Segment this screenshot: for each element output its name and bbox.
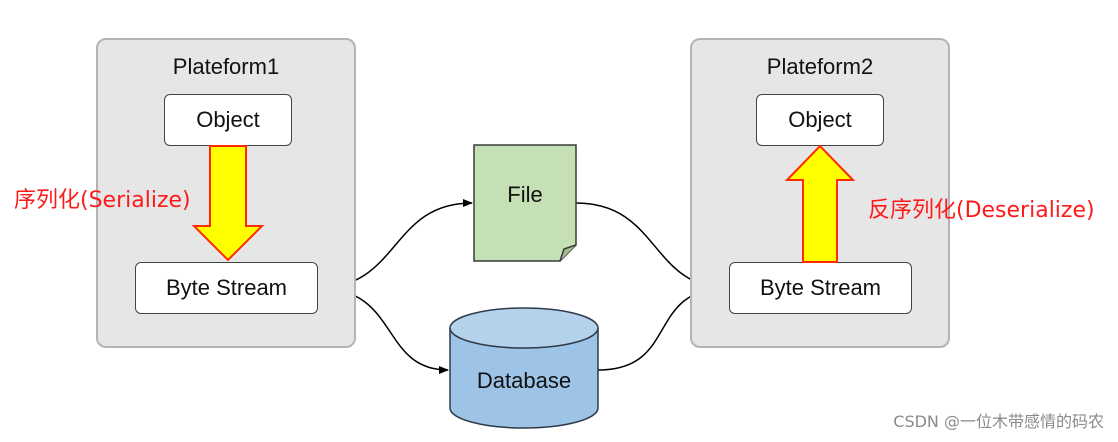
serialize-label: 序列化(Serialize)	[14, 188, 191, 213]
database-icon	[449, 307, 599, 429]
platform2-byte-stream-box: Byte Stream	[729, 262, 912, 314]
platform2-object-box: Object	[756, 94, 884, 146]
deserialize-label: 反序列化(Deserialize)	[868, 198, 1095, 223]
file-label: File	[507, 182, 543, 207]
database-label: Database	[476, 368, 572, 393]
platform1-byte-stream-box: Byte Stream	[135, 262, 318, 314]
platform1-object-box: Object	[164, 94, 292, 146]
platform1-title: Plateform1	[172, 54, 280, 79]
watermark: CSDN @一位木带感情的码农	[893, 412, 1104, 431]
platform2-title: Plateform2	[766, 54, 874, 79]
